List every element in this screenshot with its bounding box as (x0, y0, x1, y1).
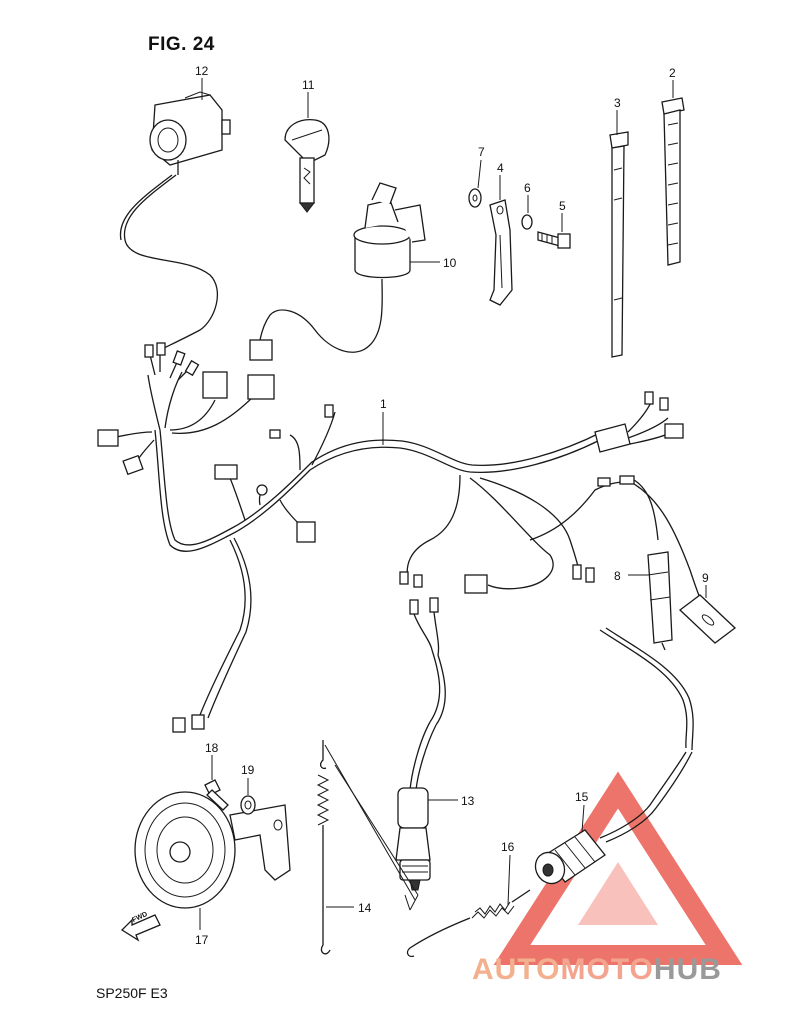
callout-15: 15 (575, 790, 589, 804)
main-wiring-harness-1 (97, 342, 706, 733)
callout-9: 9 (702, 571, 709, 585)
callout-leaders (199, 78, 707, 930)
callout-numbers: 1 2 3 4 5 6 7 8 9 10 11 12 13 14 15 16 1… (195, 64, 709, 947)
callout-10: 10 (443, 256, 457, 270)
callout-19: 19 (241, 763, 255, 777)
callout-18: 18 (205, 741, 219, 755)
handlebar-switch-12 (149, 91, 231, 175)
ignition-switch-10 (249, 182, 426, 361)
neutral-switch-13 (395, 597, 446, 891)
callout-6: 6 (524, 181, 531, 195)
callout-3: 3 (614, 96, 621, 110)
callout-17: 17 (195, 933, 209, 947)
nut-19 (240, 795, 256, 815)
bolt-18 (204, 779, 229, 811)
switch-wire-2 (119, 174, 173, 241)
figure-title: FIG. 24 (148, 34, 215, 55)
bolt-5 (537, 231, 571, 249)
tension-spring-14 (316, 740, 419, 955)
callout-13: 13 (461, 794, 475, 808)
horn-17 (134, 791, 291, 909)
washer-7 (468, 188, 482, 208)
callout-11: 11 (302, 78, 315, 92)
watermark-part-b: MOTO (560, 953, 654, 986)
resistor-8 (647, 551, 673, 651)
bracket-9 (678, 594, 737, 644)
callout-2: 2 (669, 66, 676, 80)
callout-8: 8 (614, 569, 621, 583)
ignition-key-11 (284, 119, 330, 213)
switch-wire (123, 174, 219, 351)
callout-14: 14 (358, 901, 372, 915)
callout-12: 12 (195, 64, 209, 78)
model-code: SP250F E3 (96, 985, 168, 1001)
cable-tie-3 (609, 131, 629, 358)
callout-1: 1 (380, 397, 387, 411)
band-2 (661, 97, 685, 266)
speed-sensor-15 (534, 627, 694, 885)
fwd-arrow-icon (120, 914, 161, 942)
callout-7: 7 (478, 145, 485, 159)
watermark-text: AUTOMOTOHUB (472, 953, 722, 987)
spring-16 (406, 889, 531, 958)
callout-4: 4 (497, 161, 504, 175)
callout-16: 16 (501, 840, 515, 854)
callout-5: 5 (559, 199, 566, 213)
bracket-4 (489, 199, 513, 306)
watermark-part-c: HUB (653, 953, 722, 986)
nut-6 (521, 214, 533, 230)
watermark-part-a: AUTO (472, 953, 561, 986)
